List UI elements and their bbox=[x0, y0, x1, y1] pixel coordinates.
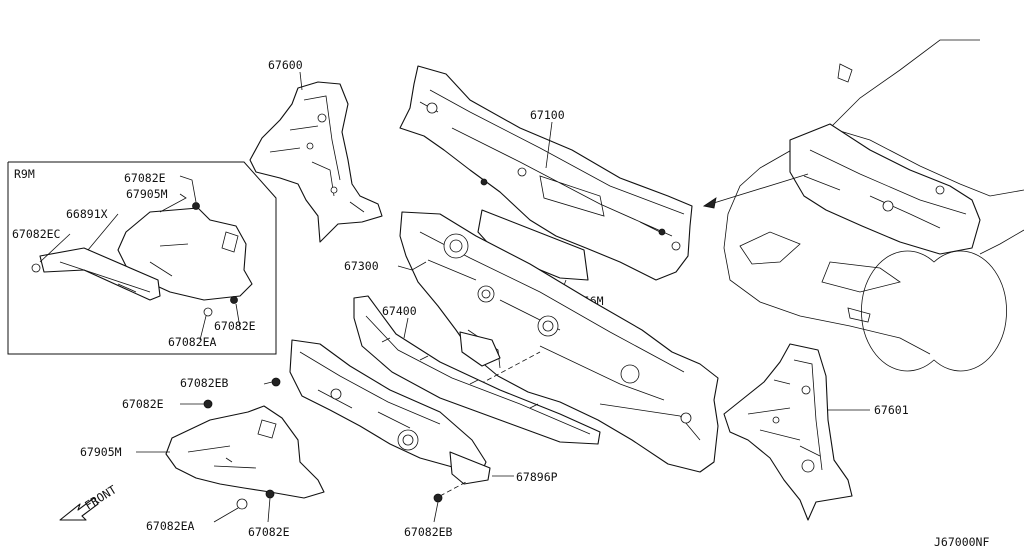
label-67082e-inset-bottom: 67082E bbox=[214, 319, 256, 333]
label-67896p: 67896P bbox=[516, 470, 558, 484]
crossmember-67400[interactable] bbox=[353, 295, 601, 445]
dash-lower-67300[interactable] bbox=[399, 211, 719, 473]
label-67082ea-inset: 67082EA bbox=[168, 335, 217, 349]
label-67905m-inset: 67905M bbox=[126, 187, 168, 201]
part-67896p: 67896P bbox=[439, 451, 558, 497]
part-67905m: 67905M bbox=[80, 405, 325, 499]
label-67300: 67300 bbox=[344, 259, 379, 273]
label-66891x: 66891X bbox=[66, 207, 108, 221]
clip-67082e-inset-top[interactable] bbox=[192, 202, 200, 210]
clip-67082ea-inset[interactable] bbox=[203, 307, 213, 317]
label-67600: 67600 bbox=[268, 58, 303, 72]
bracket-66891x[interactable] bbox=[39, 247, 161, 301]
label-67100: 67100 bbox=[530, 108, 565, 122]
label-67082eb-left: 67082EB bbox=[180, 376, 229, 390]
label-67082e-bottom: 67082E bbox=[248, 525, 290, 539]
front-arrow-icon bbox=[59, 497, 99, 521]
clip-67082ec[interactable] bbox=[31, 263, 41, 273]
part-67300: 67300 bbox=[344, 211, 719, 473]
clip-67082eb-left[interactable] bbox=[271, 377, 281, 387]
clip-67082e-bottom[interactable] bbox=[265, 489, 275, 499]
side-panel-67601[interactable] bbox=[723, 343, 853, 521]
label-67082e-left: 67082E bbox=[122, 397, 164, 411]
insulator-67905m[interactable] bbox=[165, 405, 325, 499]
inset-r9m: R9M 67082E 67905M 66891X 67082EC 67082E … bbox=[7, 161, 277, 355]
front-arrow: FRONT bbox=[59, 482, 119, 521]
part-67601: 67601 bbox=[723, 343, 909, 521]
fasteners-lower-left: 67082EB 67082E 67082EA 67082E 67082EB bbox=[122, 376, 453, 539]
label-67400: 67400 bbox=[382, 304, 417, 318]
inset-label: R9M bbox=[14, 167, 35, 181]
label-67601: 67601 bbox=[874, 403, 909, 417]
vehicle-outline bbox=[702, 39, 1024, 372]
front-label: FRONT bbox=[82, 482, 119, 512]
label-67905m-main: 67905M bbox=[80, 445, 122, 459]
clip-67082e-left[interactable] bbox=[203, 399, 213, 409]
label-67082e-inset-top: 67082E bbox=[124, 171, 166, 185]
label-67082ea-bottom: 67082EA bbox=[146, 519, 195, 533]
clip-67082ea-bottom[interactable] bbox=[236, 498, 248, 510]
diagram-code: J67000NF bbox=[934, 535, 989, 549]
bracket-67896p[interactable] bbox=[449, 451, 491, 485]
clip-67082e-inset-bottom[interactable] bbox=[230, 296, 238, 304]
side-panel-67600[interactable] bbox=[249, 81, 383, 243]
insulator-67356m[interactable] bbox=[477, 209, 589, 281]
label-67082ec: 67082EC bbox=[12, 227, 61, 241]
vehicle-cowl-highlight bbox=[789, 123, 981, 255]
part-67600: 67600 bbox=[249, 58, 383, 243]
cowl-panel-67100[interactable] bbox=[399, 65, 693, 281]
part-67400: 67400 bbox=[353, 295, 601, 445]
label-67082eb-bottom: 67082EB bbox=[404, 525, 453, 539]
clip-67082eb-bottom[interactable] bbox=[433, 493, 443, 503]
